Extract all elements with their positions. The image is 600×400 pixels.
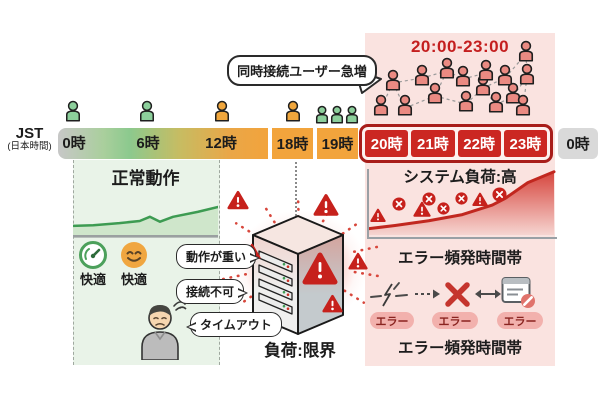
error-cross-icon <box>392 197 406 216</box>
blocked-document-icon <box>501 277 535 308</box>
status-label-smiley: 快適 <box>120 272 147 287</box>
error-pill: エラー <box>497 312 543 329</box>
callout-bubble: 同時接続ユーザー急増 <box>227 55 377 86</box>
timeline-gradient-bar: 0時 6時 12時 <box>58 128 268 159</box>
peak-hours-group: 20時 21時 22時 23時 <box>359 124 553 163</box>
timeline-segment-18: 18時 <box>272 128 313 159</box>
issue-bubble-timeout: タイムアウト <box>186 312 282 337</box>
warning-icon <box>348 252 368 275</box>
double-arrow-icon <box>475 289 501 299</box>
error-pill: エラー <box>432 312 478 329</box>
broken-connection-icon <box>370 282 408 307</box>
timeline-tick: 6時 <box>136 135 160 152</box>
warning-icon <box>321 294 343 318</box>
gauge-icon <box>79 241 107 269</box>
warning-icon <box>302 252 338 285</box>
timeline-segment-19: 19時 <box>317 128 358 159</box>
issue-bubble-no-connect: 接続不可 <box>176 279 249 304</box>
timeline-peak-22: 22時 <box>457 130 501 157</box>
server-load-label: 負荷:限界 <box>264 342 336 360</box>
error-cross-icon <box>491 186 507 207</box>
warning-icon <box>313 193 339 222</box>
warning-icon <box>472 192 488 212</box>
normal-zone-title: 正常動作 <box>111 169 180 188</box>
error-zone-heading: エラー頻発時間帯 <box>397 250 522 267</box>
smiley-icon <box>121 242 147 268</box>
timeline-peak-21: 21時 <box>411 130 455 157</box>
timeline-peak-20: 20時 <box>365 130 409 157</box>
status-label-gauge: 快適 <box>79 272 106 287</box>
load-chart-title: システム負荷:高 <box>403 169 517 186</box>
issue-bubble-slow: 動作が重い <box>176 244 261 269</box>
warning-icon <box>370 208 386 228</box>
timeline-tick: 0時 <box>62 135 86 152</box>
error-cross-icon <box>454 191 468 210</box>
error-cross-icon <box>436 201 450 220</box>
callout-text: 同時接続ユーザー急増 <box>237 64 367 79</box>
system-load-chart <box>367 169 557 239</box>
timeline-tick: 12時 <box>205 135 237 152</box>
error-zone-footer: エラー頻発時間帯 <box>397 340 522 357</box>
timeline-end-0: 0時 <box>558 128 598 159</box>
timeline-peak-23: 23時 <box>503 130 547 157</box>
jst-label: JST (日本時間) <box>2 126 57 152</box>
frustrated-user-icon <box>141 301 187 360</box>
warning-icon <box>227 190 249 215</box>
warning-icon <box>413 201 431 223</box>
dashed-arrow-icon <box>415 289 440 299</box>
timeline-user-icons <box>66 100 359 124</box>
user-crowd-network <box>373 40 535 116</box>
error-cross-icon <box>422 192 436 211</box>
error-pill: エラー <box>370 312 414 329</box>
error-x-icon <box>445 282 470 307</box>
peak-period-label: 20:00-23:00 <box>410 37 510 56</box>
jst-text: JST <box>15 125 44 142</box>
normal-load-chart <box>73 205 218 238</box>
jst-subtext: (日本時間) <box>7 140 52 152</box>
